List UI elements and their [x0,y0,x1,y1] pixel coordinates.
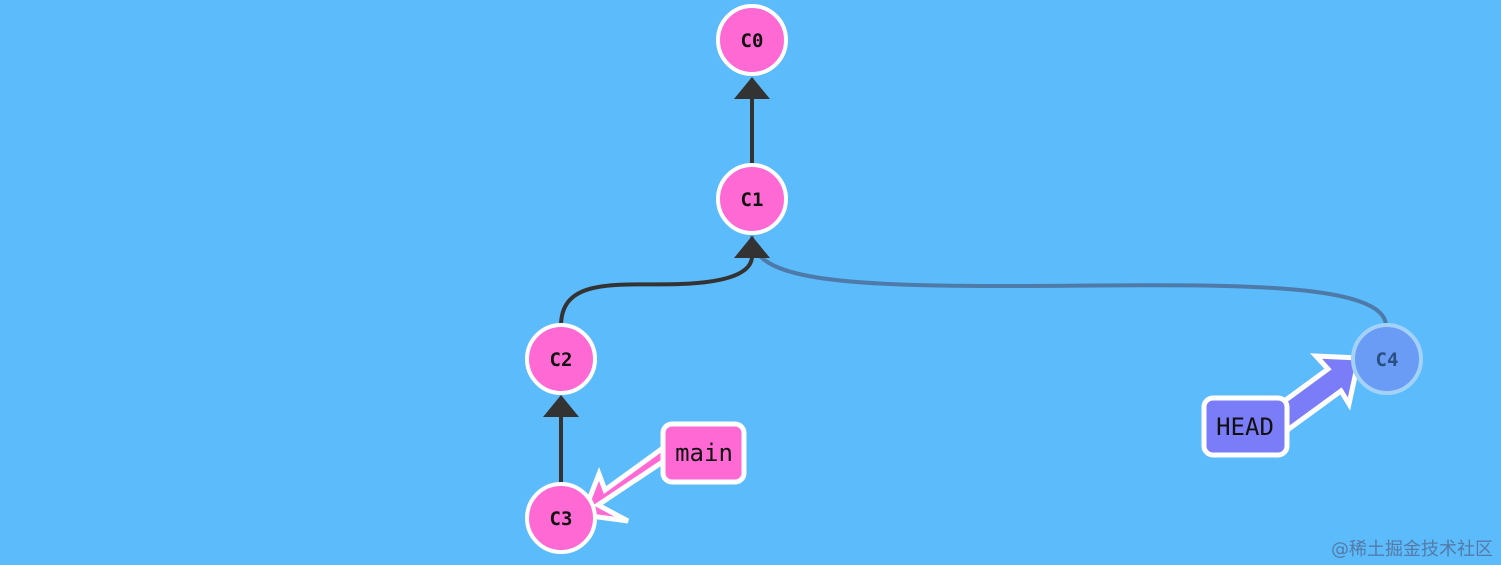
main-branch-arrow [579,444,674,524]
commit-c4-circle [1351,323,1423,395]
head-ref-label: HEAD [1216,413,1274,441]
branch-main-label: main [675,439,733,467]
watermark: @稀土掘金技术社区 [1331,539,1493,560]
edge-c2-c1-arrowhead [734,236,770,258]
commit-c1-circle [716,163,788,235]
commit-c3-label: C3 [550,508,573,530]
branch-main-box [660,421,747,485]
edge-c1-c0-arrowhead [734,77,770,99]
commit-c0-circle [716,4,788,76]
commit-c2-circle [525,323,597,395]
commit-c2-label: C2 [550,349,573,371]
branch-main[interactable]: main [660,421,747,485]
commit-c4-label: C4 [1376,349,1399,371]
commit-c1-label: C1 [741,189,764,211]
edge-c4-c1 [750,235,1388,327]
commit-c0-label: C0 [741,30,764,52]
commit-c3-circle [525,482,597,554]
commit-c3[interactable]: C3 [525,482,597,554]
commit-c2[interactable]: C2 [525,323,597,395]
commit-c0[interactable]: C0 [716,4,788,76]
head-ref-box [1201,395,1290,458]
edge-c2-c1 [559,255,754,327]
edge-c3-c2-arrowhead [543,395,579,417]
head-ref[interactable]: HEAD [1201,395,1290,458]
commit-c4[interactable]: C4 [1351,323,1423,395]
commit-c1[interactable]: C1 [716,163,788,235]
